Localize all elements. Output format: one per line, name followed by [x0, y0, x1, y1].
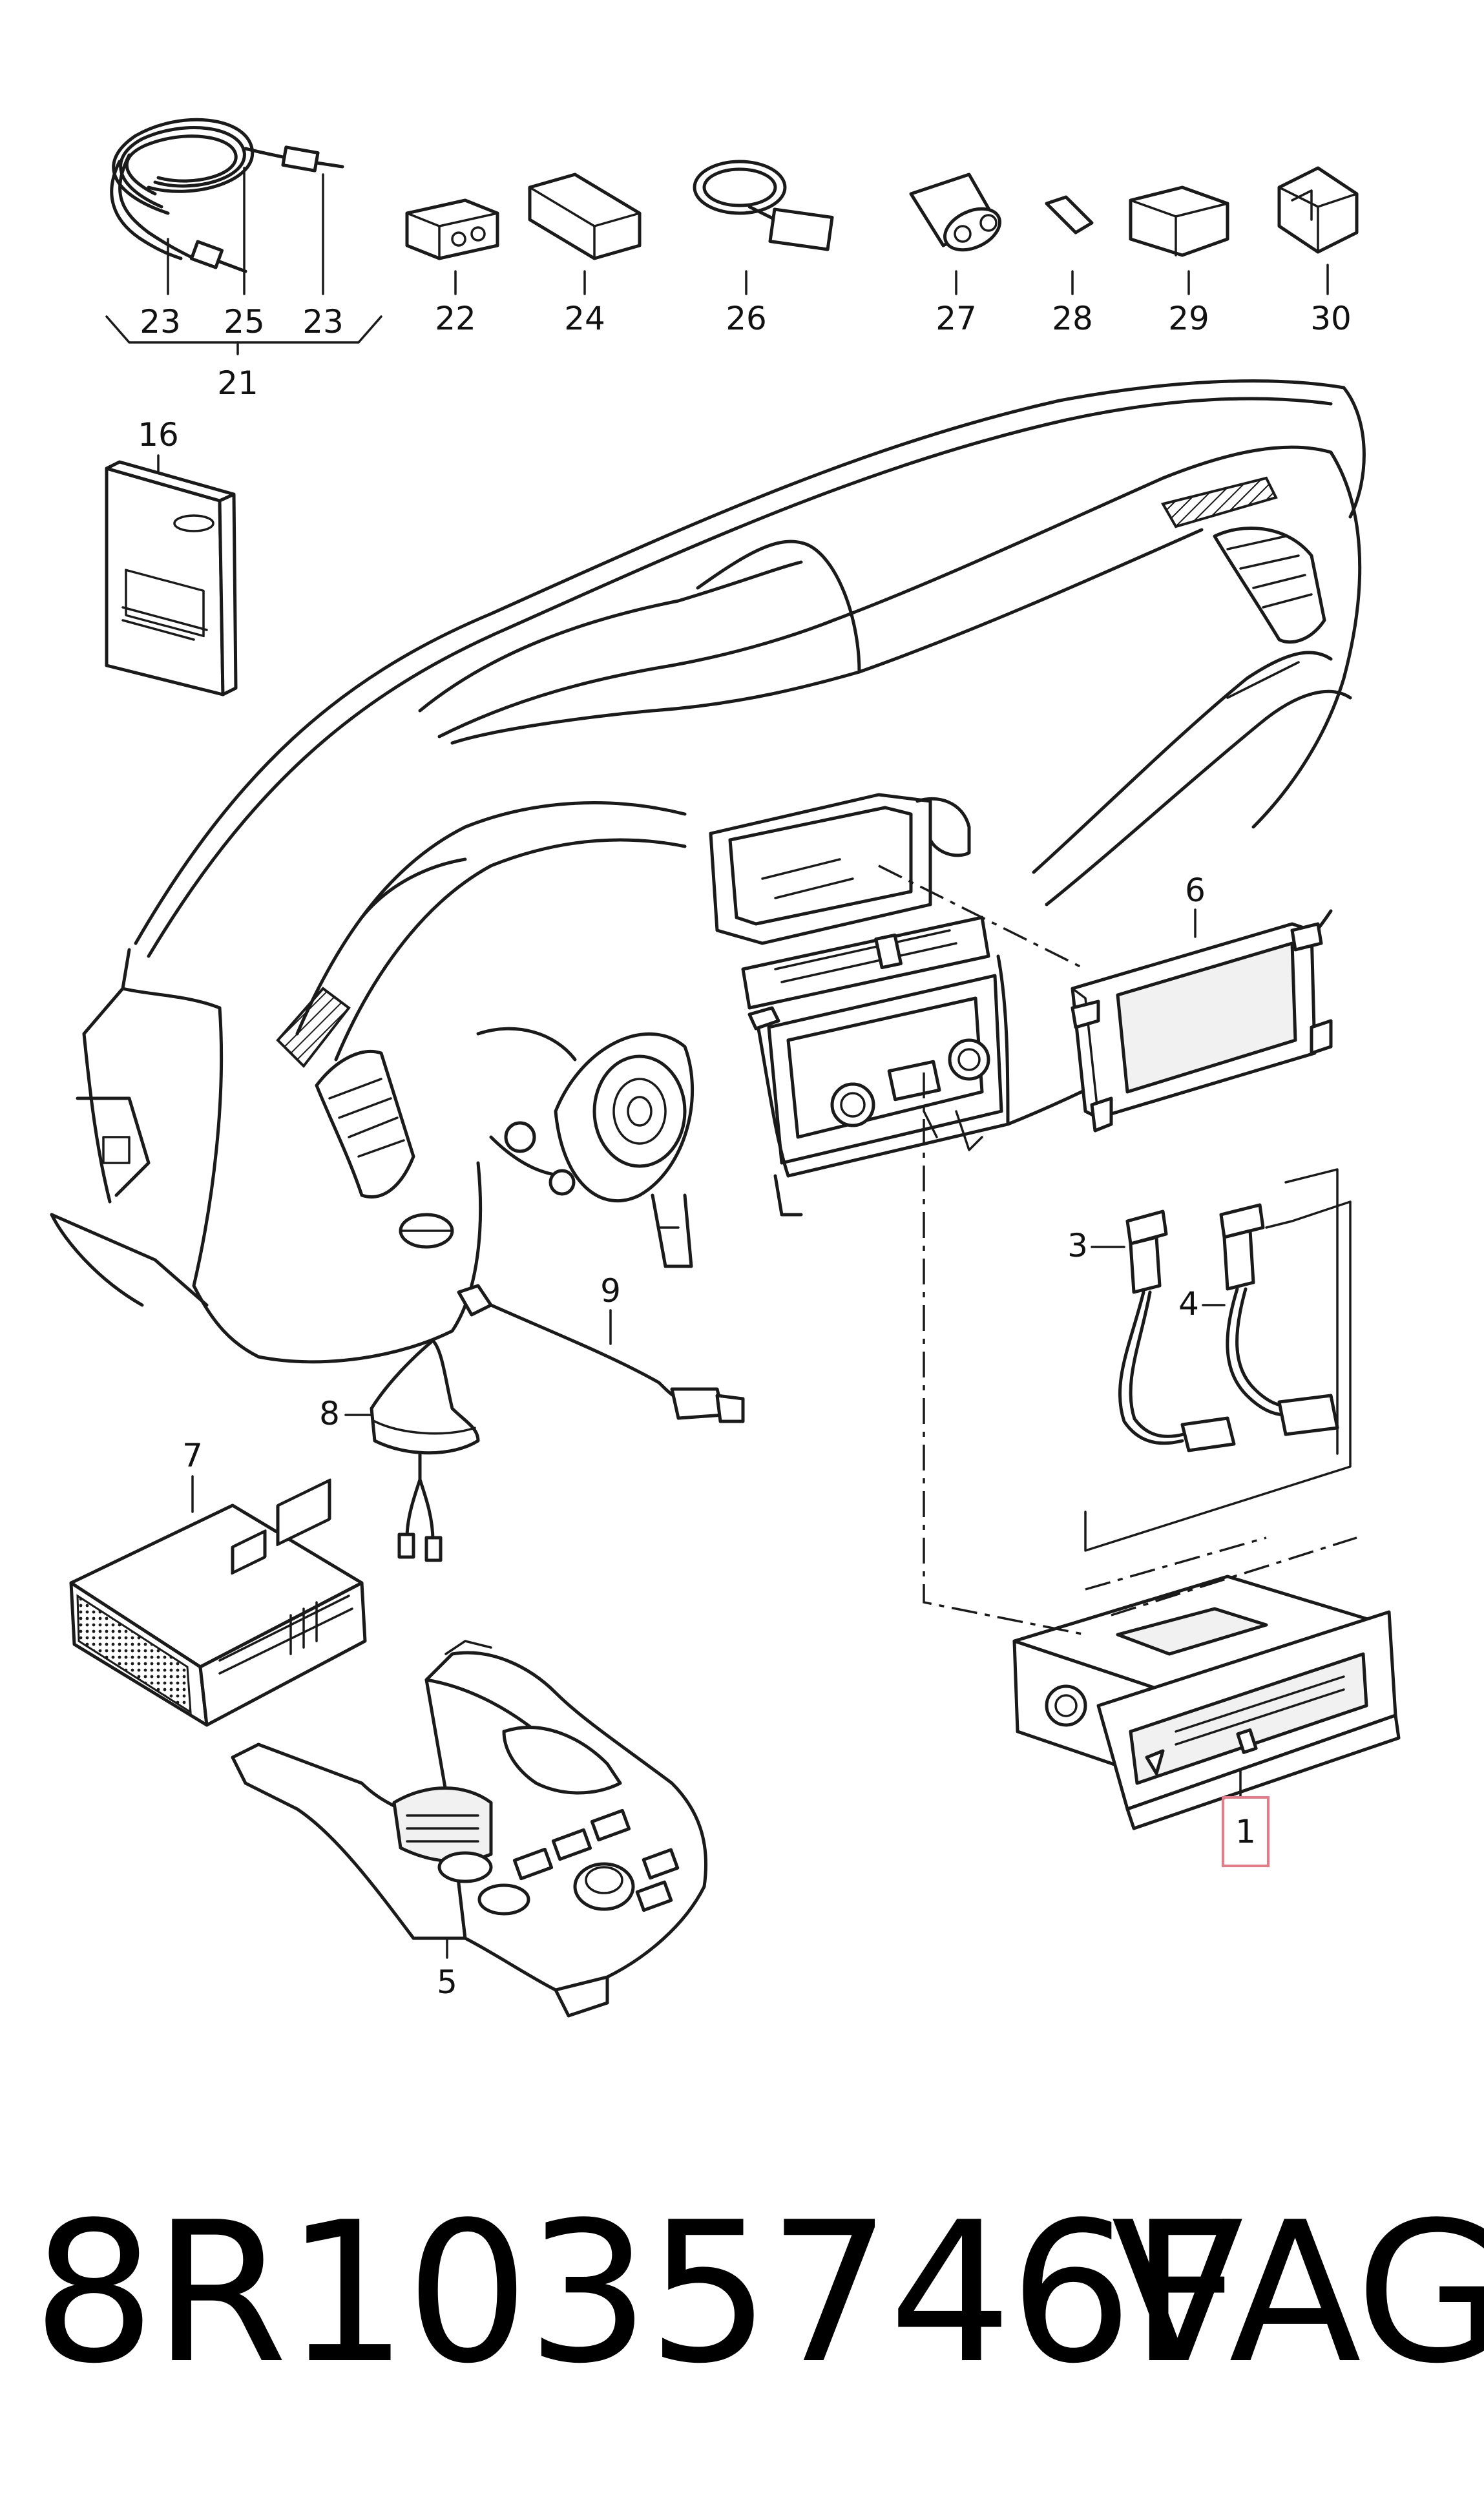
part-number: 8R1035746F	[32, 2181, 1242, 2406]
callout-23b: 23	[302, 303, 344, 340]
assembly-guide-lines	[878, 864, 1357, 1636]
callout-25: 25	[224, 303, 265, 340]
harness-3-part: 3	[1067, 1209, 1236, 1452]
callout-6: 6	[1185, 872, 1206, 909]
antenna-cable-9-part: 9	[457, 1272, 745, 1423]
callout-24: 24	[564, 300, 605, 337]
callout-16: 16	[138, 416, 179, 454]
callout-1-highlight: 1	[1222, 1796, 1270, 1867]
callout-26: 26	[726, 300, 767, 337]
callout-23a: 23	[140, 303, 181, 340]
coiled-cable-part	[110, 118, 344, 273]
callout-8: 8	[319, 1395, 340, 1432]
manual-book-16-part: 16	[105, 416, 238, 696]
callout-27: 27	[935, 300, 977, 337]
connector-22-part: 22	[405, 198, 499, 337]
pin-28-part: 28	[1045, 195, 1094, 337]
callout-7: 7	[182, 1437, 203, 1474]
connector-24-part: 24	[528, 173, 642, 337]
callout-3: 3	[1067, 1227, 1088, 1264]
ring-connector-26-part: 26	[693, 160, 834, 337]
callout-30: 30	[1310, 300, 1352, 337]
callout-28: 28	[1052, 300, 1093, 337]
cylinder-27-part: 27	[909, 173, 1001, 337]
radio-unit-1-part	[1012, 1575, 1401, 1830]
callout-29: 29	[1168, 300, 1209, 337]
shark-fin-antenna-8-part: 8	[319, 1339, 480, 1562]
callout-21: 21	[217, 364, 258, 402]
callout-9: 9	[600, 1272, 621, 1310]
cap-29-part: 29	[1129, 185, 1229, 337]
control-unit-7-part: 7	[69, 1437, 367, 1727]
display-unit-6-part: 6	[1071, 872, 1333, 1133]
harness-4-part: 4	[1084, 1168, 1352, 1552]
callout-4: 4	[1178, 1285, 1199, 1323]
callout-1: 1	[1235, 1813, 1256, 1850]
clip-30-part: 30	[1277, 166, 1359, 337]
callout-group-21: 23 25 23 21	[105, 167, 382, 402]
callout-5: 5	[437, 1963, 457, 2001]
callout-22: 22	[435, 300, 476, 337]
center-console-5-part: 5	[231, 1640, 707, 2018]
brand-name: VAG	[1111, 2181, 1484, 2406]
dashboard-assembly	[50, 379, 1366, 1364]
